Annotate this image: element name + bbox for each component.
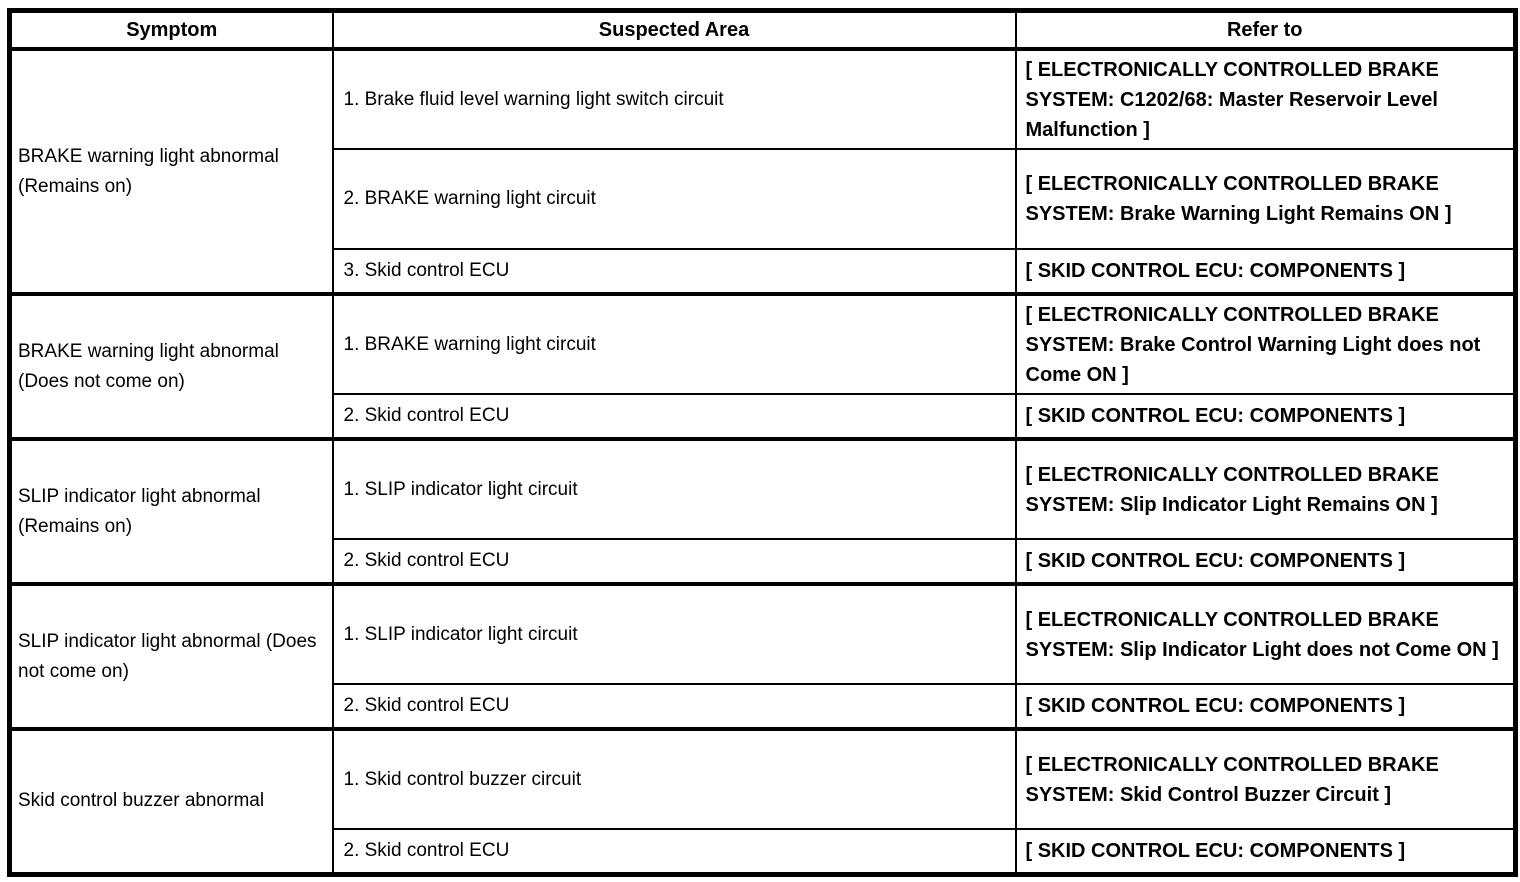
refer-to-cell: [ ELECTRONICALLY CONTROLLED BRAKE SYSTEM… (1014, 727, 1517, 830)
table-row: 2. Skid control ECU[ SKID CONTROL ECU: C… (10, 393, 1517, 440)
suspected-area-cell: 1. Brake fluid level warning light switc… (331, 47, 1017, 150)
table-row: BRAKE warning light abnormal (Does not c… (8, 292, 1517, 440)
suspected-area-cell: 2. BRAKE warning light circuit (331, 148, 1017, 250)
symptom-cell: Skid control buzzer abnormal (8, 727, 334, 875)
suspected-area-cell: 2. Skid control ECU (331, 538, 1017, 585)
refer-to-cell: [ SKID CONTROL ECU: COMPONENTS ] (1014, 828, 1517, 875)
refer-to-cell: [ ELECTRONICALLY CONTROLLED BRAKE SYSTEM… (1014, 148, 1517, 250)
refer-to-cell: [ SKID CONTROL ECU: COMPONENTS ] (1014, 393, 1517, 440)
refer-to-cell: [ SKID CONTROL ECU: COMPONENTS ] (1014, 248, 1517, 295)
suspected-area-cell: 2. Skid control ECU (331, 683, 1017, 730)
refer-to-cell: [ ELECTRONICALLY CONTROLLED BRAKE SYSTEM… (1014, 437, 1517, 540)
refer-to-cell: [ ELECTRONICALLY CONTROLLED BRAKE SYSTEM… (1014, 292, 1517, 395)
refer-to-cell: [ SKID CONTROL ECU: COMPONENTS ] (1014, 683, 1517, 730)
symptom-cell: BRAKE warning light abnormal (Does not c… (8, 292, 334, 440)
refer-to-cell: [ ELECTRONICALLY CONTROLLED BRAKE SYSTEM… (1014, 47, 1517, 150)
suspected-area-cell: 2. Skid control ECU (331, 828, 1017, 875)
header-suspected-area: Suspected Area (331, 9, 1017, 51)
refer-to-cell: [ ELECTRONICALLY CONTROLLED BRAKE SYSTEM… (1014, 582, 1517, 685)
table-row: 2. Skid control ECU[ SKID CONTROL ECU: C… (10, 683, 1517, 730)
suspected-area-cell: 1. SLIP indicator light circuit (331, 437, 1017, 540)
refer-to-cell: [ SKID CONTROL ECU: COMPONENTS ] (1014, 538, 1517, 585)
suspected-area-cell: 2. Skid control ECU (331, 393, 1017, 440)
table-row: SLIP indicator light abnormal (Does not … (8, 582, 1517, 730)
table-header-row: Symptom Suspected Area Refer to (8, 9, 1517, 51)
symptom-cell: SLIP indicator light abnormal (Remains o… (8, 437, 334, 585)
header-symptom: Symptom (8, 9, 334, 51)
table-row: 2. Skid control ECU[ SKID CONTROL ECU: C… (10, 828, 1517, 875)
suspected-area-cell: 1. Skid control buzzer circuit (331, 727, 1017, 830)
table-body: BRAKE warning light abnormal (Remains on… (8, 47, 1517, 875)
suspected-area-cell: 1. BRAKE warning light circuit (331, 292, 1017, 395)
suspected-area-cell: 1. SLIP indicator light circuit (331, 582, 1017, 685)
header-refer-to: Refer to (1014, 9, 1517, 51)
symptom-diagnosis-table: Symptom Suspected Area Refer to BRAKE wa… (7, 8, 1518, 877)
symptom-cell: SLIP indicator light abnormal (Does not … (8, 582, 334, 730)
table-row: BRAKE warning light abnormal (Remains on… (8, 47, 1517, 295)
table-row: 3. Skid control ECU[ SKID CONTROL ECU: C… (10, 248, 1517, 295)
symptom-cell: BRAKE warning light abnormal (Remains on… (8, 47, 334, 295)
table-row: 2. BRAKE warning light circuit[ ELECTRON… (10, 148, 1517, 250)
table-row: 2. Skid control ECU[ SKID CONTROL ECU: C… (10, 538, 1517, 585)
suspected-area-cell: 3. Skid control ECU (331, 248, 1017, 295)
table-row: SLIP indicator light abnormal (Remains o… (8, 437, 1517, 585)
